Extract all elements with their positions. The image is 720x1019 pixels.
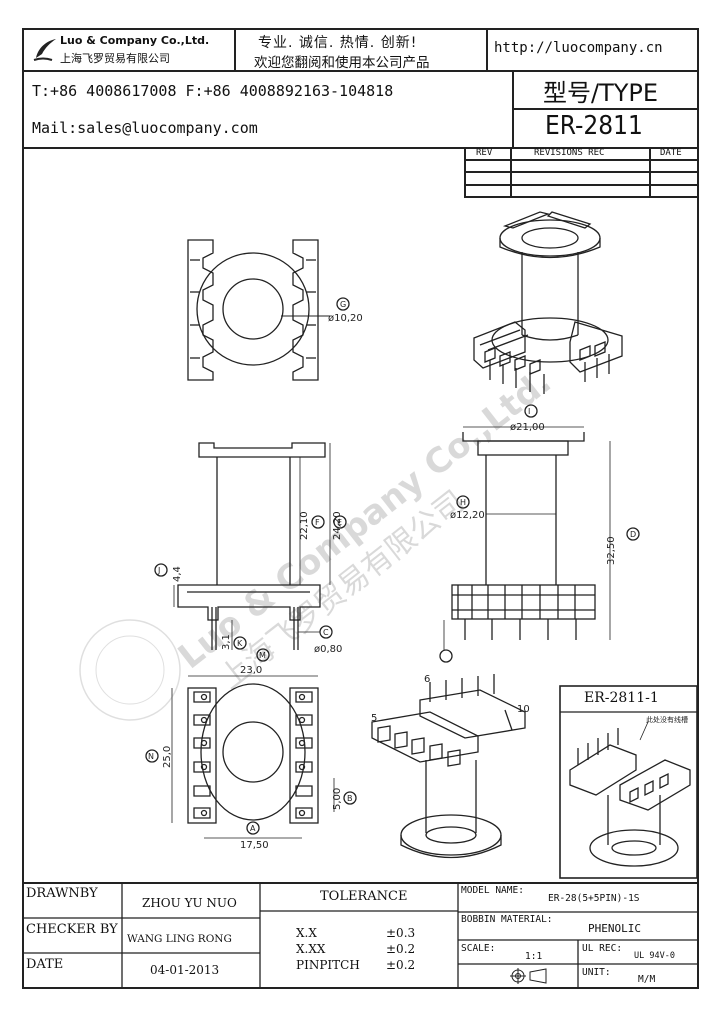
tol-row-0-value: ±0.3: [386, 926, 416, 940]
pin-label-5: 5: [371, 713, 377, 724]
unit-label: UNIT:: [582, 967, 611, 978]
header-bottom-line: [22, 147, 699, 149]
dim-d-label: D: [630, 530, 636, 539]
model-value: ER-28(5+5PIN)-1S: [548, 893, 640, 904]
dim-b-value: 5,00: [332, 788, 343, 810]
bobbin-value: PHENOLIC: [588, 922, 641, 935]
dim-j-value: 4,4: [172, 566, 183, 582]
dim-d-value: 32,50: [606, 536, 617, 565]
type-label: 型号/TYPE: [543, 79, 659, 107]
company-logo-icon: [33, 39, 56, 61]
top-view-drawing: [187, 239, 350, 381]
tol-row-2-value: ±0.2: [386, 958, 416, 972]
bobbin-label: BOBBIN MATERIAL:: [461, 914, 553, 925]
model-label: MODEL NAME:: [461, 885, 524, 896]
scale-value: 1:1: [525, 951, 543, 962]
header-type-divider: [512, 108, 699, 110]
slogan-line-1: 专业. 诚信. 热情. 创新!: [258, 35, 418, 51]
tol-row-1-value: ±0.2: [386, 942, 416, 956]
ulrec-value: UL 94V-0: [634, 951, 675, 961]
dim-i-value: ø21,00: [510, 422, 545, 433]
variant-note: 此处没有线槽: [646, 715, 688, 724]
variant-title: ER-2811-1: [584, 690, 659, 706]
header-divider: [22, 70, 699, 72]
dim-b-label: B: [347, 794, 353, 803]
company-name-cn: 上海飞罗贸易有限公司: [60, 52, 170, 65]
front-view-drawing: [154, 442, 347, 650]
variant-inset: [559, 685, 698, 879]
drawnby-label: DRAWNBY: [26, 886, 98, 901]
dim-n-label: N: [148, 752, 154, 761]
dim-e-value: 24,20: [332, 511, 343, 540]
dim-g-value: ø10,20: [328, 313, 363, 324]
side-view-drawing: [439, 404, 640, 663]
dim-m-label: M: [259, 651, 266, 660]
date-label: DATE: [26, 957, 64, 972]
dim-k-value: 3,1: [221, 634, 232, 650]
tol-row-1-key: X.XX: [296, 942, 326, 956]
tolerance-label: TOLERANCE: [320, 889, 408, 904]
email-address[interactable]: Mail:sales@luocompany.com: [32, 119, 258, 137]
dim-k-label: K: [237, 639, 243, 648]
dim-h-value: ø12,20: [450, 510, 485, 521]
isometric-view-drawing: [473, 211, 623, 394]
footer-grid: [22, 882, 699, 989]
tol-row-0-key: X.X: [296, 926, 317, 940]
website-link[interactable]: http://luocompany.cn: [494, 40, 663, 56]
drawnby-value: ZHOU YU NUO: [142, 896, 237, 910]
date-value: 04-01-2013: [150, 963, 220, 977]
watermark-en: Luo & Company Co.,Ltd.: [171, 362, 559, 677]
dim-a-label: A: [250, 824, 256, 833]
dim-m-value: 23,0: [240, 665, 262, 676]
header-vline-2: [486, 28, 488, 70]
bottom-view-drawing: [145, 648, 357, 839]
dim-j-label: J: [157, 566, 160, 575]
rev-header: REV: [476, 148, 493, 158]
drawing-sheet: [22, 28, 699, 989]
revisions-rec-header: REVISIONS REC: [534, 148, 605, 158]
pin-label-10: 10: [517, 704, 530, 715]
date-header: DATE: [660, 148, 682, 158]
dim-i-label: I: [528, 407, 530, 416]
dim-e-label: E: [337, 518, 342, 527]
type-value: ER-2811: [545, 111, 643, 141]
dim-f-value: 22,10: [299, 511, 310, 540]
dim-h-label: H: [460, 498, 466, 507]
watermark-group: Luo & Company Co.,Ltd. 上海飞罗贸易有限公司: [79, 362, 559, 721]
dim-c-label: C: [323, 628, 329, 637]
tol-row-2-key: PINPITCH: [296, 958, 360, 972]
exploded-view-drawing: [371, 674, 526, 859]
scale-label: SCALE:: [461, 943, 496, 954]
header-vline-1: [234, 28, 236, 70]
slogan-line-2: 欢迎您翻阅和使用本公司产品: [254, 55, 430, 71]
dim-g-label: G: [340, 300, 346, 309]
projection-symbol-icon: [510, 968, 547, 984]
dim-n-value: 25,0: [162, 746, 173, 768]
dim-a-value: 17,50: [240, 840, 269, 851]
ulrec-label: UL REC:: [582, 943, 623, 954]
phone-fax: T:+86 4008617008 F:+86 4008892163-104818: [32, 82, 394, 100]
checker-label: CHECKER BY: [26, 922, 118, 937]
unit-value: M/M: [638, 974, 656, 985]
company-name-en: Luo & Company Co.,Ltd.: [60, 34, 210, 47]
dim-c-value: ø0,80: [314, 644, 342, 655]
dim-f-label: F: [315, 518, 320, 527]
pin-label-6: 6: [424, 674, 430, 685]
checker-value: WANG LING RONG: [127, 933, 232, 945]
